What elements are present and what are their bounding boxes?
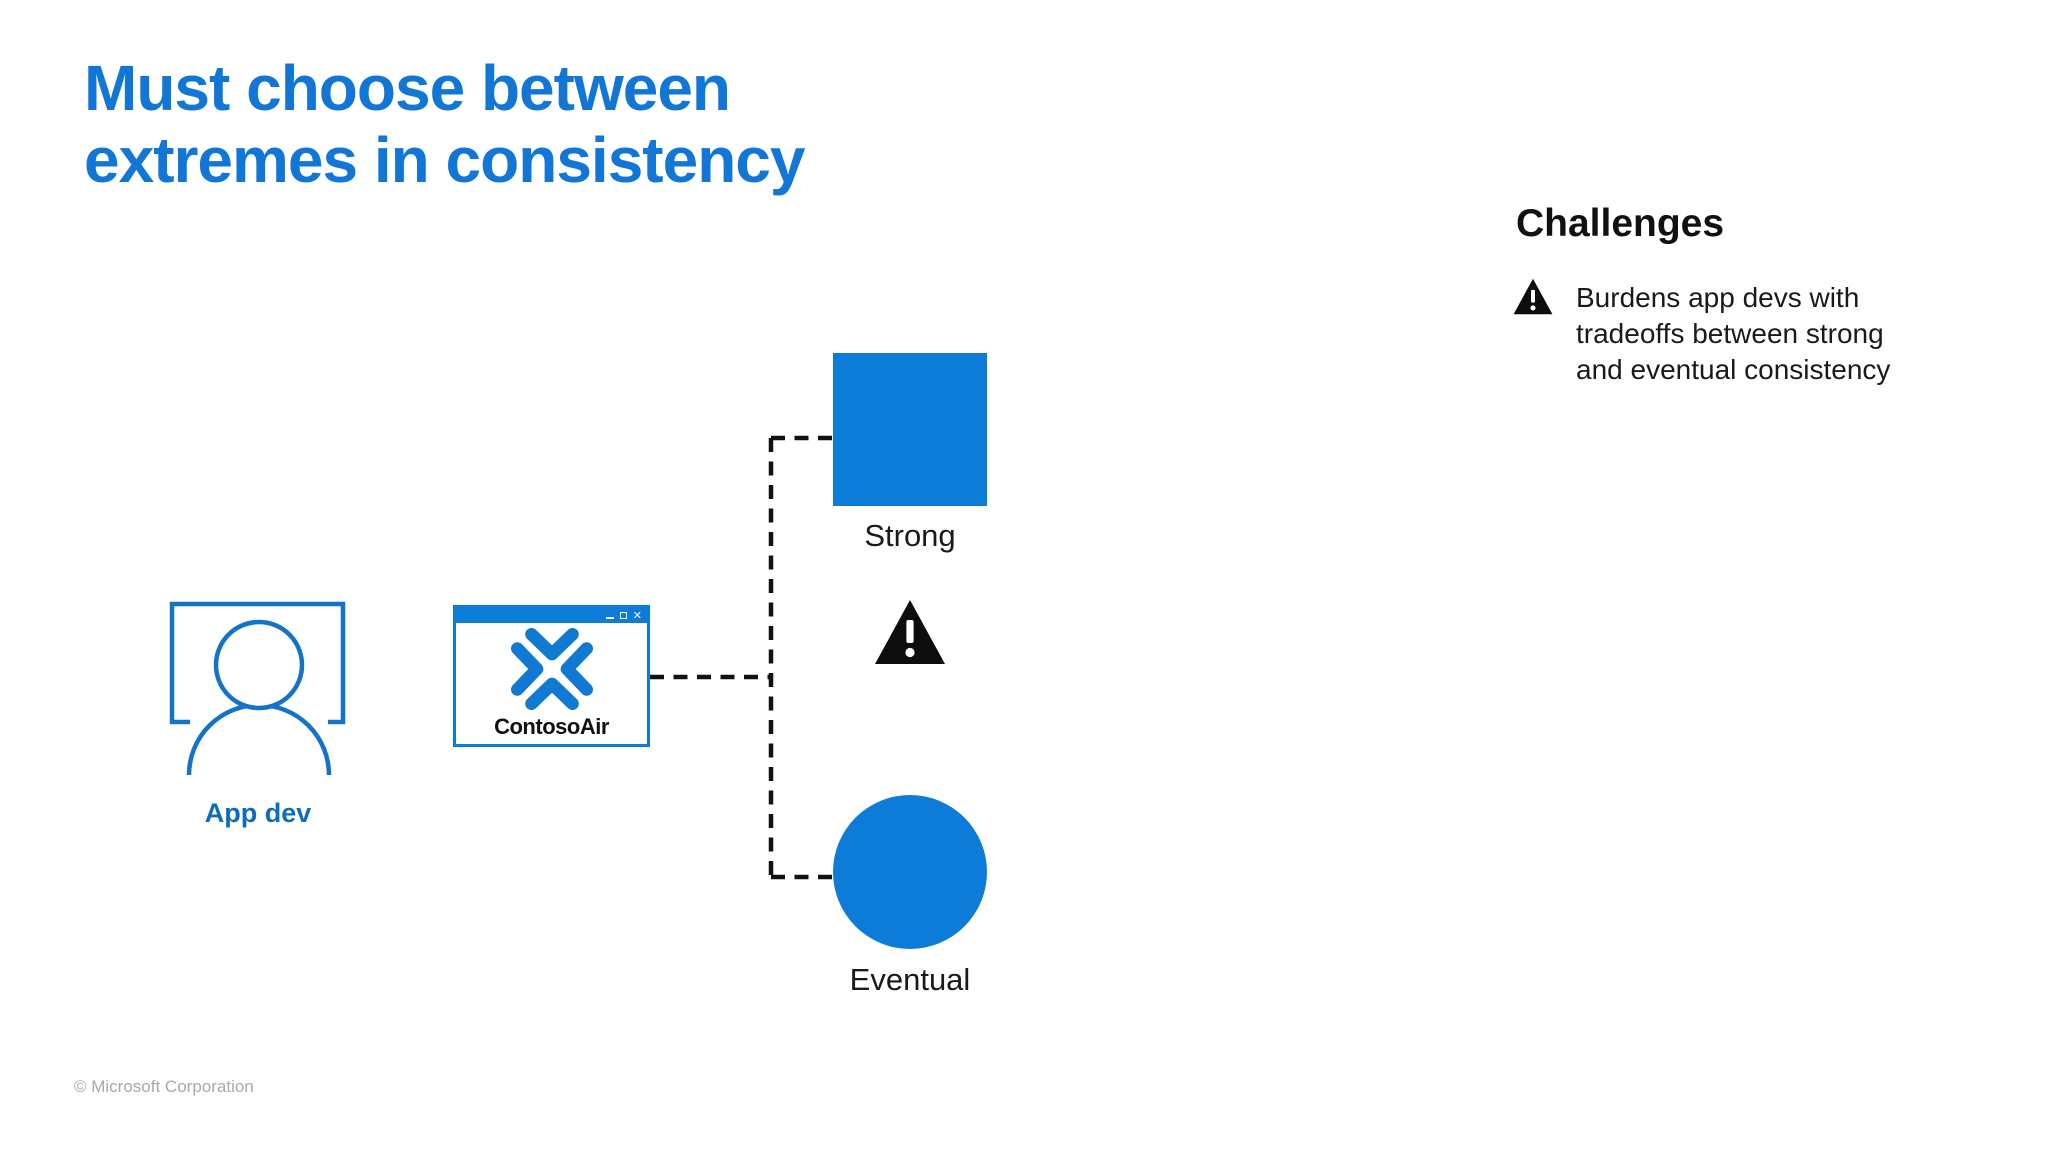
challenge-item-text: Burdens app devs with tradeoffs between … xyxy=(1576,282,1891,386)
minimize-icon xyxy=(605,616,614,619)
window-content: ContosoAir xyxy=(456,623,647,744)
warning-triangle-icon xyxy=(875,600,945,664)
window-titlebar: ✕ xyxy=(456,608,647,623)
contoso-pinwheel-icon xyxy=(510,627,593,710)
app-window-name: ContosoAir xyxy=(494,713,609,739)
eventual-label: Eventual xyxy=(849,962,971,997)
footer-copyright: © Microsoft Corporation xyxy=(74,1077,254,1096)
page-title: Must choose between extremes in consiste… xyxy=(84,52,805,197)
eventual-circle-shape xyxy=(833,795,987,949)
challenge-warning-triangle-icon xyxy=(1513,278,1553,315)
person-monitor-icon xyxy=(169,601,346,778)
maximize-icon xyxy=(619,612,627,619)
strong-label: Strong xyxy=(864,518,956,553)
app-dev-label: App dev xyxy=(204,798,312,828)
title-line-2: extremes in consistency xyxy=(84,124,805,197)
app-window: ✕ ContosoAir xyxy=(453,605,650,747)
dashed-connector xyxy=(650,435,834,880)
strong-square-shape xyxy=(833,353,987,506)
challenges-heading: Challenges xyxy=(1516,202,1725,245)
title-line-1: Must choose between xyxy=(84,52,731,124)
close-icon: ✕ xyxy=(632,609,642,622)
